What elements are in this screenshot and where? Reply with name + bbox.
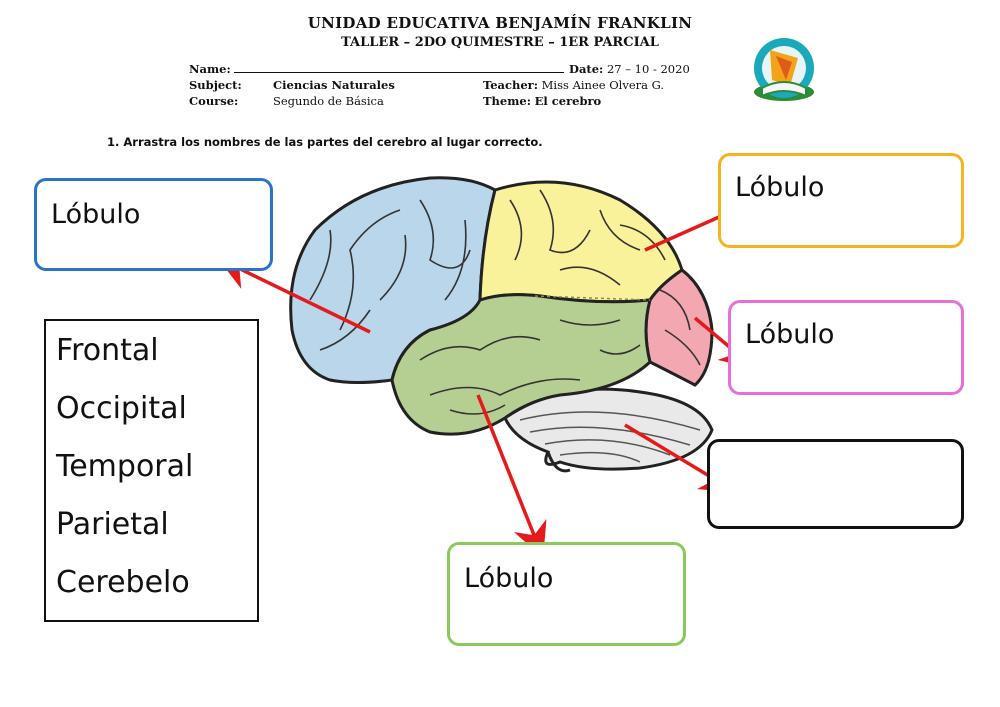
instruction-text: 1. Arrastra los nombres de las partes de… bbox=[107, 135, 543, 149]
subject-value: Ciencias Naturales bbox=[273, 78, 395, 92]
parietal-lobe-region bbox=[478, 180, 684, 304]
teacher-label: Teacher: bbox=[483, 78, 538, 92]
word-option[interactable]: Parietal bbox=[56, 507, 169, 542]
cerebellum-region bbox=[503, 387, 714, 471]
occipital-lobe-region bbox=[644, 268, 714, 387]
brain-illustration bbox=[289, 176, 714, 473]
answer-box-label: Lóbulo bbox=[735, 172, 825, 203]
answer-box-frontal[interactable]: Lóbulo bbox=[34, 178, 273, 271]
frontal-lobe-region bbox=[289, 176, 497, 384]
word-bank: Frontal Occipital Temporal Parietal Cere… bbox=[44, 319, 259, 622]
theme-row: Theme: El cerebro bbox=[483, 94, 601, 108]
workshop-title: TALLER – 2DO QUIMESTRE – 1ER PARCIAL bbox=[341, 35, 659, 50]
school-title: UNIDAD EDUCATIVA BENJAMÍN FRANKLIN bbox=[307, 14, 693, 32]
word-option[interactable]: Cerebelo bbox=[56, 565, 190, 600]
name-row: Name: bbox=[189, 62, 565, 76]
answer-box-parietal[interactable]: Lóbulo bbox=[718, 153, 964, 248]
teacher-value: Miss Ainee Olvera G. bbox=[541, 78, 665, 92]
teacher-row: Teacher: Miss Ainee Olvera G. bbox=[483, 78, 664, 92]
course-value: Segundo de Básica bbox=[273, 94, 384, 108]
answer-box-label: Lóbulo bbox=[464, 563, 554, 594]
theme-label: Theme: bbox=[483, 94, 531, 108]
answer-box-cerebellum[interactable] bbox=[707, 439, 964, 529]
date-value: 27 – 10 - 2020 bbox=[606, 62, 690, 76]
word-option[interactable]: Occipital bbox=[56, 391, 187, 426]
answer-box-occipital[interactable]: Lóbulo bbox=[728, 300, 964, 395]
answer-box-label: Lóbulo bbox=[745, 319, 835, 350]
date-label: Date: bbox=[569, 62, 604, 76]
word-option[interactable]: Frontal bbox=[56, 333, 159, 368]
brain-gyri bbox=[309, 189, 701, 415]
pointer-arrows bbox=[217, 197, 759, 558]
temporal-lobe-region bbox=[390, 293, 653, 436]
answer-box-temporal[interactable]: Lóbulo bbox=[447, 542, 686, 646]
course-label: Course: bbox=[189, 94, 239, 108]
subject-label: Subject: bbox=[189, 78, 242, 92]
answer-box-label: Lóbulo bbox=[51, 199, 141, 230]
date-row: Date: 27 – 10 - 2020 bbox=[569, 62, 690, 76]
arrow-temporal bbox=[476, 394, 547, 558]
name-label: Name: bbox=[189, 62, 231, 76]
name-line bbox=[234, 72, 565, 73]
theme-value: El cerebro bbox=[534, 94, 602, 108]
word-option[interactable]: Temporal bbox=[56, 449, 194, 484]
